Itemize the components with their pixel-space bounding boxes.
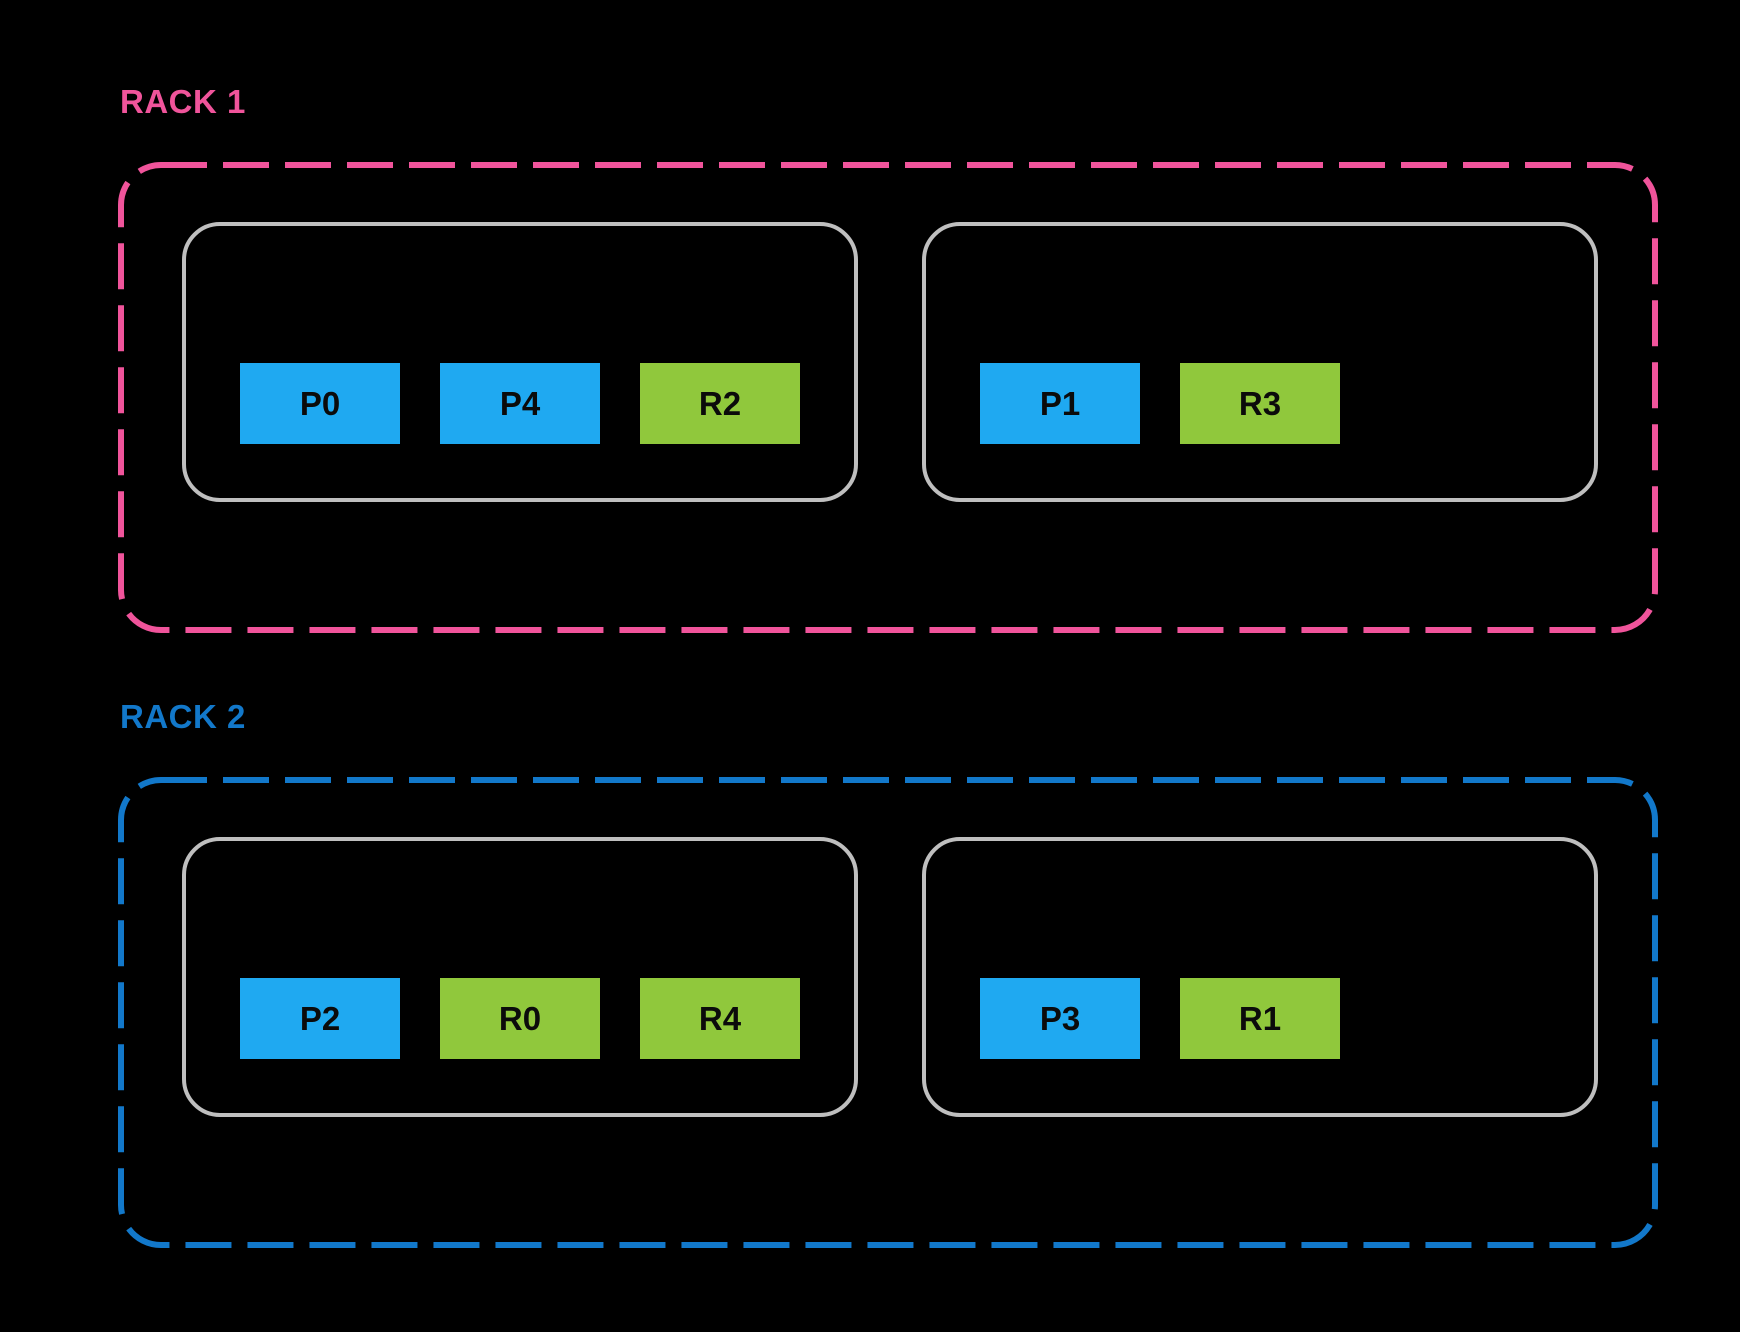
block-r1: R1 <box>1180 978 1340 1059</box>
rack-1-host-2: P1 R3 <box>922 222 1598 502</box>
rack-2-host-1-blocks: P2 R0 R4 <box>240 978 800 1059</box>
block-r0: R0 <box>440 978 600 1059</box>
block-r3: R3 <box>1180 363 1340 444</box>
rack-1-host-1-blocks: P0 P4 R2 <box>240 363 800 444</box>
rack-2-boundary: P2 R0 R4 P3 R1 <box>118 777 1658 1248</box>
rack-2-host-1: P2 R0 R4 <box>182 837 858 1117</box>
block-r4: R4 <box>640 978 800 1059</box>
rack-2-dashed-border-icon <box>118 777 1658 1248</box>
rack-1-host-2-blocks: P1 R3 <box>980 363 1340 444</box>
rack-2-host-2-blocks: P3 R1 <box>980 978 1340 1059</box>
rack-2-host-2: P3 R1 <box>922 837 1598 1117</box>
block-p0: P0 <box>240 363 400 444</box>
rack-1-host-1: P0 P4 R2 <box>182 222 858 502</box>
block-p1: P1 <box>980 363 1140 444</box>
rack-1-dashed-border-icon <box>118 162 1658 633</box>
rack-1-boundary: P0 P4 R2 P1 R3 <box>118 162 1658 633</box>
block-p3: P3 <box>980 978 1140 1059</box>
block-p4: P4 <box>440 363 600 444</box>
rack-2-label: RACK 2 <box>120 698 246 735</box>
block-r2: R2 <box>640 363 800 444</box>
rack-1-label: RACK 1 <box>120 83 246 120</box>
block-p2: P2 <box>240 978 400 1059</box>
